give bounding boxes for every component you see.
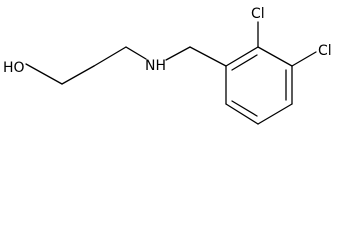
- ring-bond-2: [257, 46, 293, 67]
- bond-c1-c2: [61, 65, 95, 85]
- ring-double-bond-c: [231, 100, 258, 117]
- chlorine-top-label: Cl: [251, 6, 265, 22]
- bond-c2-c3: [93, 46, 127, 67]
- bond-c-cl-right: [291, 51, 317, 67]
- ring-bond-4: [257, 103, 293, 125]
- ring-bond-1: [225, 46, 259, 67]
- bond-ch2-ring: [189, 46, 227, 67]
- chlorine-right-label: Cl: [318, 43, 332, 59]
- hydroxyl-label: HO: [3, 60, 25, 76]
- bond-n-ch2: [165, 46, 191, 61]
- bond-c3-n: [125, 46, 147, 60]
- bond-o-c1: [25, 63, 63, 85]
- chemical-structure: HO NH Cl Cl: [3, 6, 332, 125]
- ring-bond-5: [225, 103, 259, 125]
- amine-label: NH: [145, 58, 166, 74]
- ring-double-bond-a: [231, 54, 258, 71]
